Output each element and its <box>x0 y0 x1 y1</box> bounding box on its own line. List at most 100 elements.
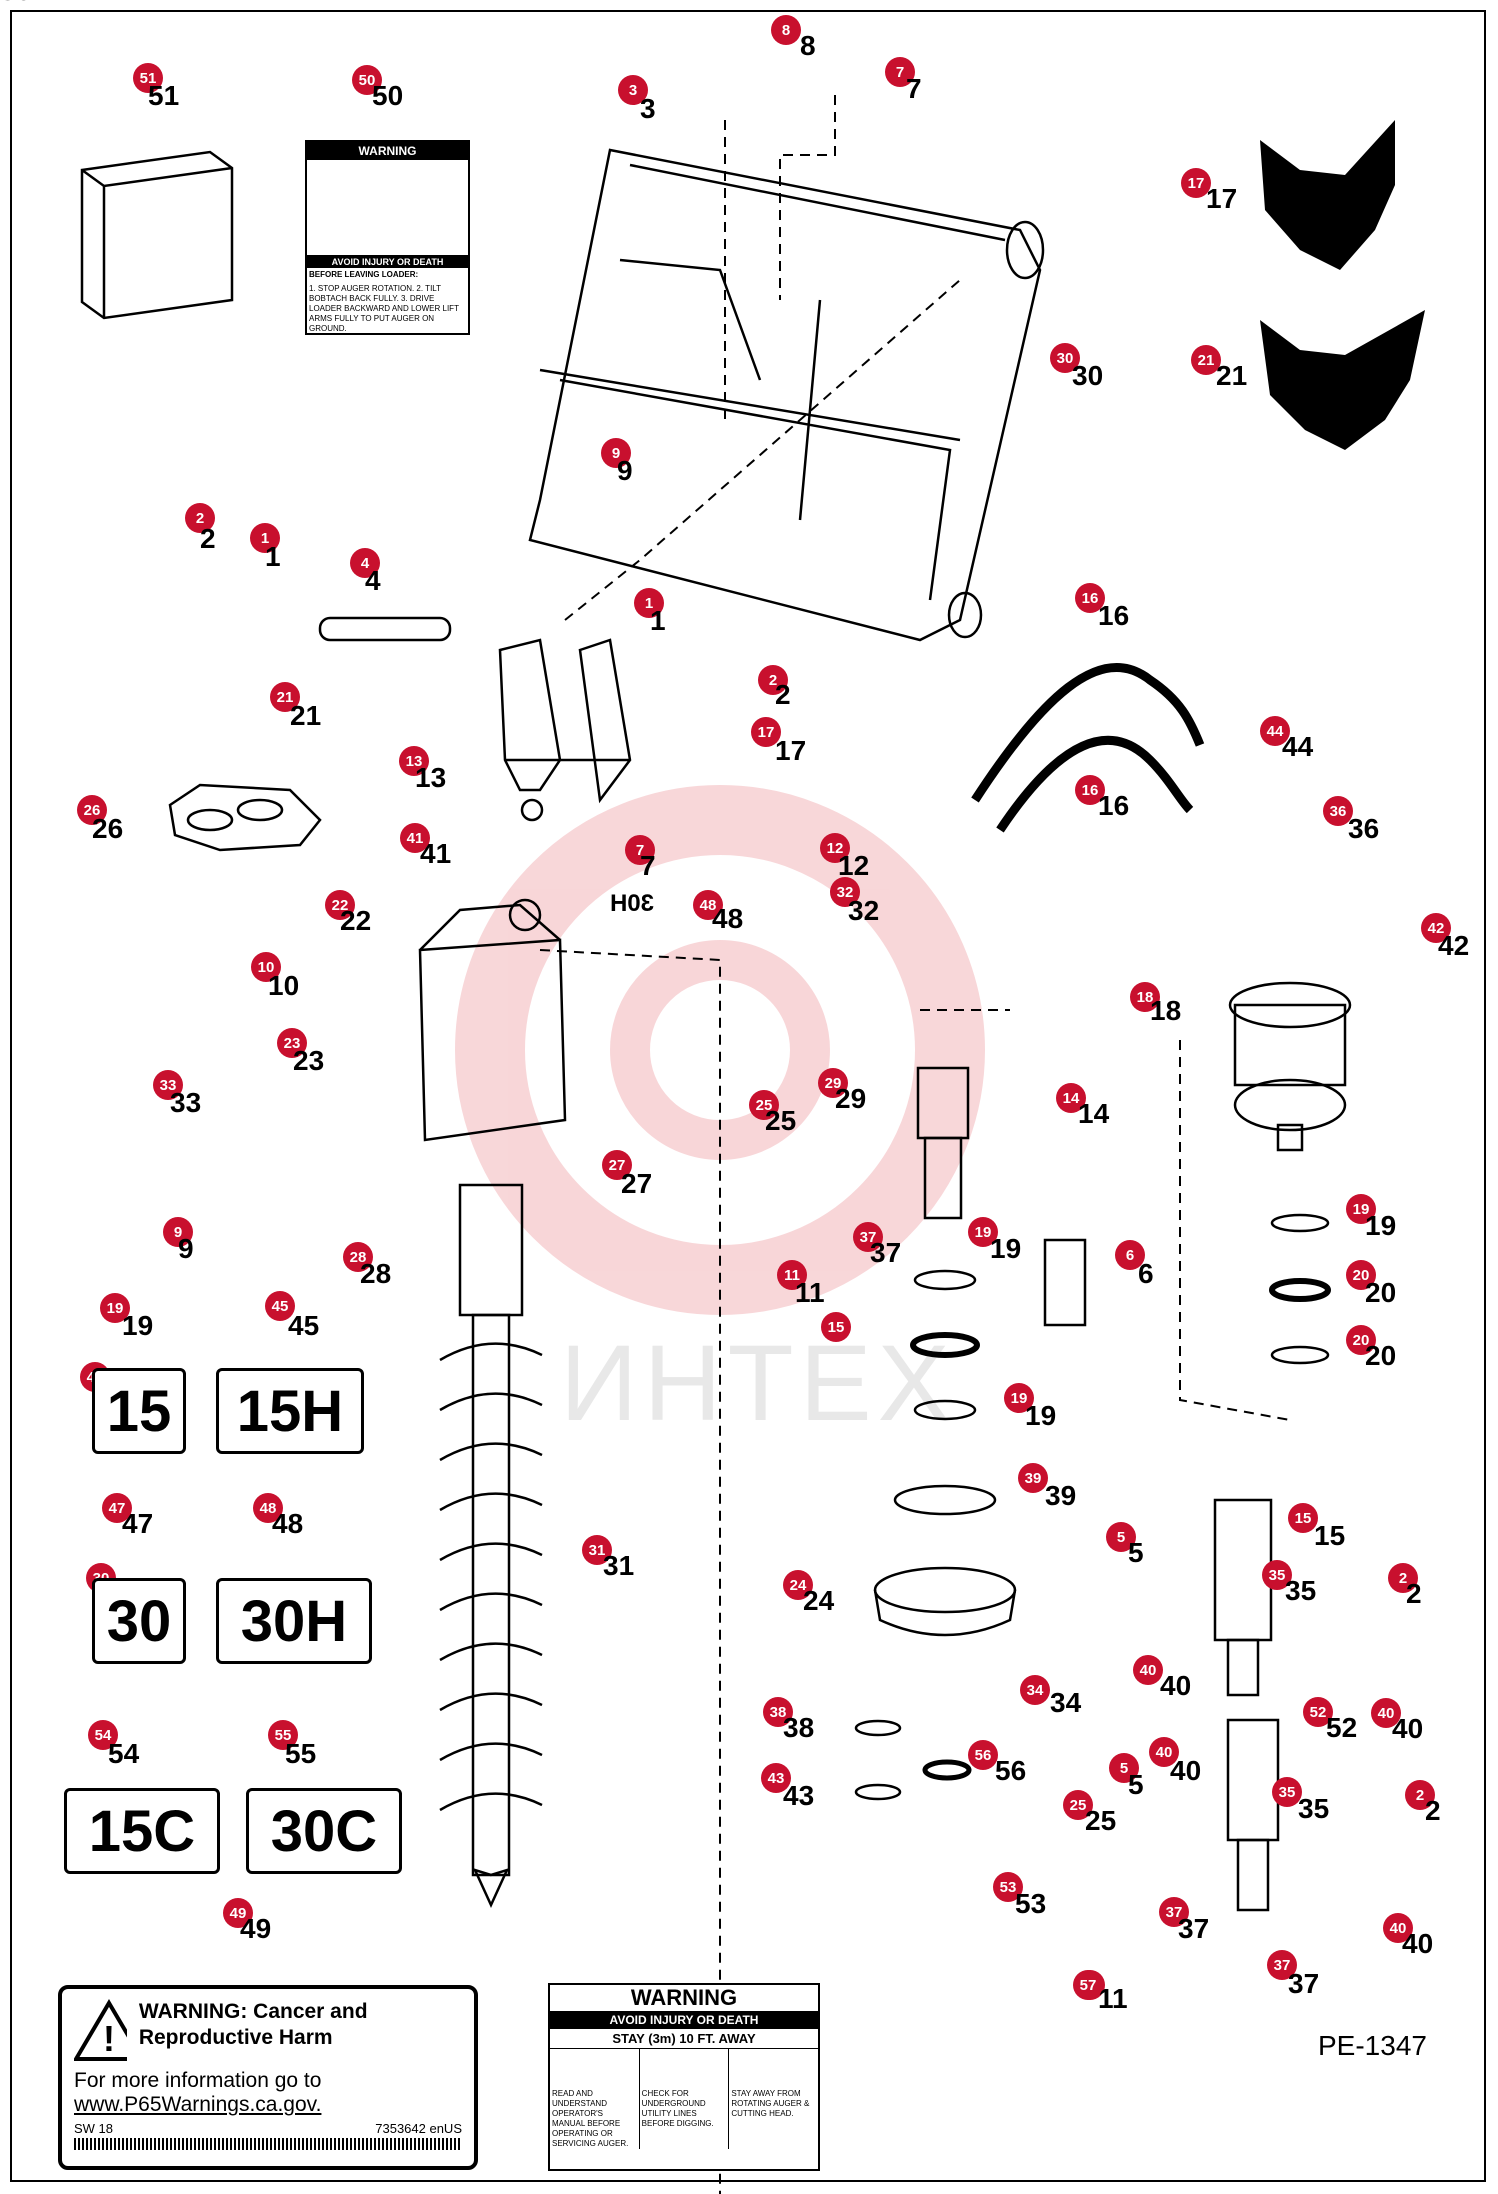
label-49-header: WARNING <box>630 1985 738 2010</box>
callout-number: 35 <box>1298 1793 1329 1824</box>
callout-number: 37 <box>1178 1913 1209 1944</box>
callout-number: 51 <box>148 80 179 111</box>
callout-badge: 45 <box>265 1291 295 1321</box>
callout-badge: 16 <box>1075 775 1105 805</box>
callout-badge: 19 <box>1004 1383 1034 1413</box>
badge-number: 35 <box>1279 1784 1296 1801</box>
badge-number: 48 <box>700 897 717 914</box>
callout-number: 53 <box>1015 1888 1046 1919</box>
label-57-code-left: SW 18 <box>74 2121 114 2136</box>
callout-number: 43 <box>783 1780 814 1811</box>
callout-badge: 47 <box>102 1493 132 1523</box>
badge-number: 36 <box>1330 803 1347 820</box>
callout-number: 26 <box>92 813 123 844</box>
callout-number: 2 <box>1406 1578 1422 1609</box>
badge-number: 21 <box>1198 352 1215 369</box>
badge-circle <box>1149 1737 1179 1767</box>
warning-label-49: WARNING AVOID INJURY OR DEATH STAY (3m) … <box>548 1983 820 2171</box>
badge-number: 12 <box>827 840 844 857</box>
badge-circle <box>1181 168 1211 198</box>
callout-number: 20 <box>1365 1277 1396 1308</box>
badge-number: 54 <box>95 1727 112 1744</box>
badge-number: 40 <box>1140 1662 1157 1679</box>
callout-badge: 35 <box>1262 1560 1292 1590</box>
callout-number: 19 <box>1365 1210 1396 1241</box>
callout-badge: 57 <box>1073 1970 1103 2000</box>
callout-number: 28 <box>360 1258 391 1289</box>
callout-badge: 26 <box>77 795 107 825</box>
bobcat-head-decal-17 <box>1260 120 1395 270</box>
callout-badge: 31 <box>582 1535 612 1565</box>
callout-badge: 40 <box>1133 1655 1163 1685</box>
callout-number: 7 <box>906 73 922 104</box>
callout-badge: 41 <box>400 823 430 853</box>
callout-number: 13 <box>415 762 446 793</box>
badge-number: 3 <box>629 82 637 99</box>
callout-badge: 4 <box>350 548 380 578</box>
badge-circle <box>1106 1522 1136 1552</box>
badge-number: 42 <box>1428 920 1445 937</box>
label-50-steps: 1. STOP AUGER ROTATION. 2. TILT BOBTACH … <box>309 284 459 333</box>
callout-number: 35 <box>1285 1575 1316 1606</box>
callout-badge: 25 <box>1063 1790 1093 1820</box>
callout-badge: 20 <box>1346 1260 1376 1290</box>
callout-badge: 17 <box>1181 168 1211 198</box>
badge-number: 15 <box>1295 1510 1312 1527</box>
callout-number: 9 <box>178 1233 194 1264</box>
callout-number: 38 <box>783 1712 814 1743</box>
callout-badge: 48 <box>693 890 723 920</box>
callout-badge: 23 <box>277 1028 307 1058</box>
label-57-url: www.P65Warnings.ca.gov. <box>74 2093 322 2116</box>
callout-badge: 1 <box>250 523 280 553</box>
callout-badge: 37 <box>1267 1950 1297 1980</box>
label-57-title: WARNING: Cancer and Reproductive Harm <box>138 2000 368 2049</box>
callout-badge: 56 <box>968 1740 998 1770</box>
badge-number: 40 <box>1378 1705 1395 1722</box>
badge-circle <box>1159 1897 1189 1927</box>
badge-number: 9 <box>612 445 620 462</box>
callout-number: 25 <box>765 1105 796 1136</box>
badge-circle <box>1421 913 1451 943</box>
badge-circle <box>601 438 631 468</box>
callout-badge: 53 <box>993 1872 1023 1902</box>
badge-number: 57 <box>1080 1977 1097 1994</box>
decal-15h: 15H <box>216 1368 364 1454</box>
badge-number: 35 <box>1269 1567 1286 1584</box>
badge-circle <box>100 1293 130 1323</box>
callout-number: 30 <box>1072 360 1103 391</box>
badge-number: 2 <box>196 510 204 527</box>
badge-circle <box>820 833 850 863</box>
callout-badge: 5 <box>1106 1522 1136 1552</box>
badge-number: 7 <box>896 64 904 81</box>
callout-badge: 43 <box>761 1763 791 1793</box>
badge-circle <box>153 1070 183 1100</box>
badge-circle <box>1004 1383 1034 1413</box>
badge-number: 32 <box>837 884 854 901</box>
callout-badge: 55 <box>268 1720 298 1750</box>
callout-badge: 2 <box>1405 1780 1435 1810</box>
badge-number: 2 <box>1416 1787 1424 1804</box>
callout-number: 20 <box>1365 1340 1396 1371</box>
decal-15c: 15C <box>64 1788 220 1874</box>
callout-badge: 24 <box>783 1570 813 1600</box>
badge-number: 48 <box>260 1500 277 1517</box>
callout-badge: 50 <box>352 65 382 95</box>
badge-circle <box>1075 583 1105 613</box>
badge-circle <box>325 890 355 920</box>
callout-badge: 11 <box>777 1260 807 1290</box>
badge-circle <box>771 15 801 45</box>
callout-number: 19 <box>990 1233 1021 1264</box>
badge-circle <box>185 503 215 533</box>
badge-number: 17 <box>758 724 775 741</box>
badge-number: 27 <box>609 1157 626 1174</box>
badge-circle <box>1115 1240 1145 1270</box>
badge-circle <box>1303 1697 1333 1727</box>
badge-circle <box>1346 1260 1376 1290</box>
badge-circle <box>1109 1753 1139 1783</box>
badge-number: 53 <box>1000 1879 1017 1896</box>
callout-badge: 40 <box>1371 1698 1401 1728</box>
badge-number: 1 <box>261 530 269 547</box>
badge-circle <box>634 588 664 618</box>
callout-badge: 13 <box>399 746 429 776</box>
